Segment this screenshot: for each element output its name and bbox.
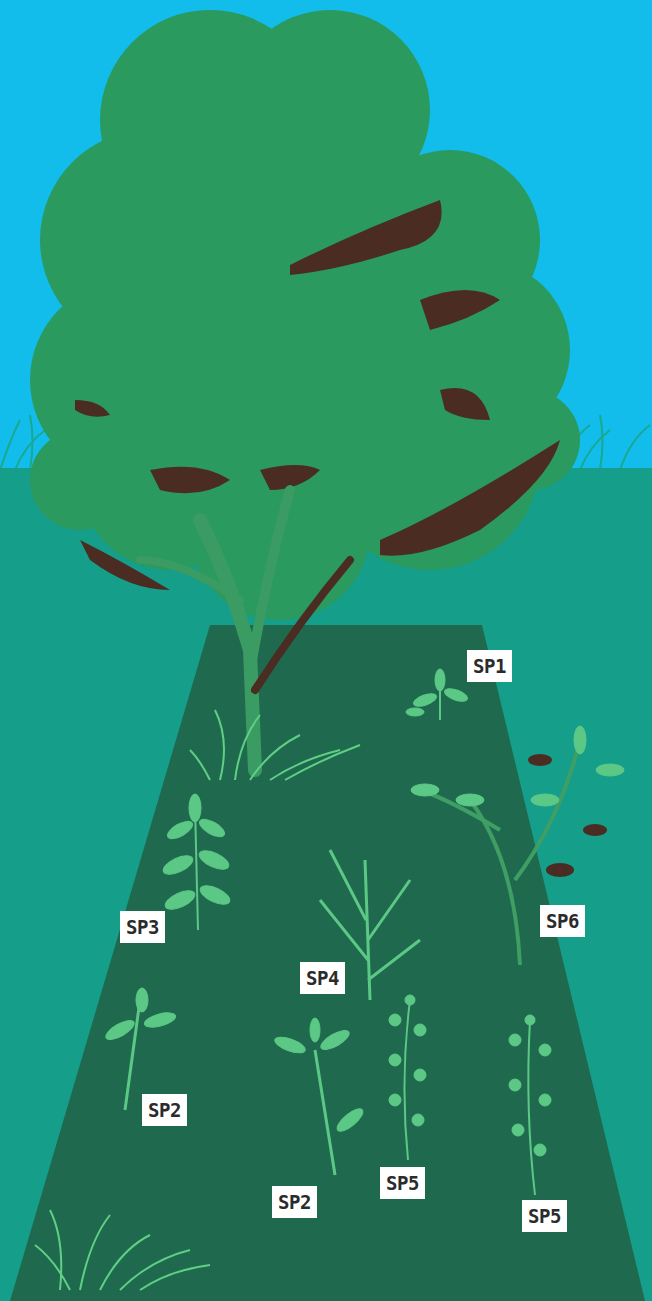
species-label: SP5: [522, 1200, 567, 1232]
grass-tufts: [35, 710, 360, 1290]
branch-shadows: [75, 200, 560, 590]
plant-sp2: [273, 1018, 366, 1175]
species-label: SP2: [142, 1094, 187, 1126]
plant-sp5: [389, 995, 426, 1160]
plant-sp5: [509, 1015, 551, 1195]
plant-sp6: [411, 726, 624, 965]
study-plot: [10, 625, 645, 1301]
species-label: SP6: [540, 905, 585, 937]
species-label: SP2: [272, 1186, 317, 1218]
tree-trunk: [140, 490, 350, 770]
plant-sp3: [161, 794, 233, 930]
plants: [103, 669, 624, 1195]
plant-sp2: [103, 988, 177, 1110]
tree-canopy: [30, 10, 580, 620]
species-label: SP5: [380, 1167, 425, 1199]
plant-sp1: [406, 669, 469, 720]
species-label: SP1: [467, 650, 512, 682]
species-label: SP4: [300, 962, 345, 994]
species-label: SP3: [120, 911, 165, 943]
ground: [0, 468, 652, 1301]
